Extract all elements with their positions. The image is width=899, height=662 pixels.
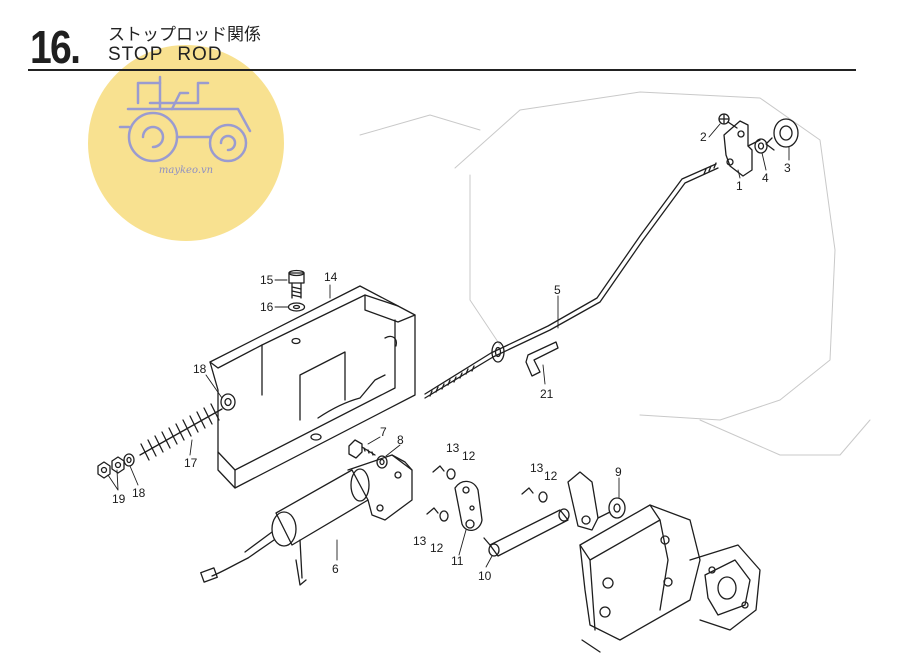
part-5-stop-rod	[424, 162, 719, 399]
part-17-spring	[139, 403, 223, 461]
callout-7: 7	[380, 425, 387, 439]
part-3-knob	[765, 118, 799, 151]
watermark-logo: maykeo.vn	[88, 45, 284, 241]
callout-5: 5	[554, 283, 561, 297]
part-8-washer	[376, 455, 388, 469]
callout-12b: 12	[430, 541, 444, 555]
tractor-icon	[118, 75, 252, 163]
part-4-washer	[754, 138, 768, 154]
part-2-screw	[718, 113, 738, 129]
section-title-en: STOP ROD	[108, 44, 223, 65]
section-title-jp: ストップロッド関係	[108, 25, 261, 45]
part-11-lever-plate	[454, 480, 483, 531]
part-13-clips	[426, 465, 534, 515]
callout-2: 2	[700, 130, 707, 144]
part-9-collar	[608, 497, 626, 519]
part-18-washer-lower	[123, 453, 135, 467]
section-number: 16.	[30, 21, 81, 73]
callout-6: 6	[332, 562, 339, 576]
callout-labels: 1 2 3 4 5 6 7 8 9 10 11 12 12 12 13 13 1…	[112, 130, 791, 583]
callout-9: 9	[615, 465, 622, 479]
callout-11: 11	[451, 554, 464, 568]
callout-18a: 18	[193, 362, 207, 376]
part-18-nut-upper	[220, 393, 236, 411]
header-rule	[28, 69, 856, 71]
callout-12a: 12	[462, 449, 476, 463]
callout-8: 8	[397, 433, 404, 447]
watermark-text: maykeo.vn	[158, 165, 214, 176]
callout-3: 3	[784, 161, 791, 175]
injection-pump-lever	[567, 471, 611, 531]
callout-16: 16	[260, 300, 274, 314]
part-19-nuts	[97, 456, 125, 479]
callout-12c: 12	[544, 469, 558, 483]
watermark-circle	[88, 45, 284, 241]
part-14-bracket	[209, 285, 416, 489]
callout-13c: 13	[530, 461, 544, 475]
part-10-link-rod	[483, 508, 570, 557]
part-1-lever-bracket	[723, 120, 761, 177]
injection-pump-housing	[579, 504, 761, 653]
part-21-clip	[525, 341, 559, 377]
part-15-bolt	[288, 269, 305, 299]
callout-13b: 13	[413, 534, 427, 548]
part-7-bolt	[348, 439, 376, 459]
callout-19: 19	[112, 492, 126, 506]
callout-21: 21	[540, 387, 554, 401]
callout-15: 15	[260, 273, 274, 287]
callout-4: 4	[762, 171, 769, 185]
callout-18b: 18	[132, 486, 146, 500]
callout-17: 17	[184, 456, 198, 470]
callout-1: 1	[736, 179, 743, 193]
engine-outline-faint	[359, 91, 871, 456]
callout-14: 14	[324, 270, 338, 284]
callout-13a: 13	[446, 441, 460, 455]
part-16-washer	[287, 302, 306, 312]
part-6-solenoid	[200, 454, 413, 586]
callout-10: 10	[478, 569, 492, 583]
callout-leader-lines	[107, 123, 790, 568]
part-12-washers	[439, 468, 548, 522]
